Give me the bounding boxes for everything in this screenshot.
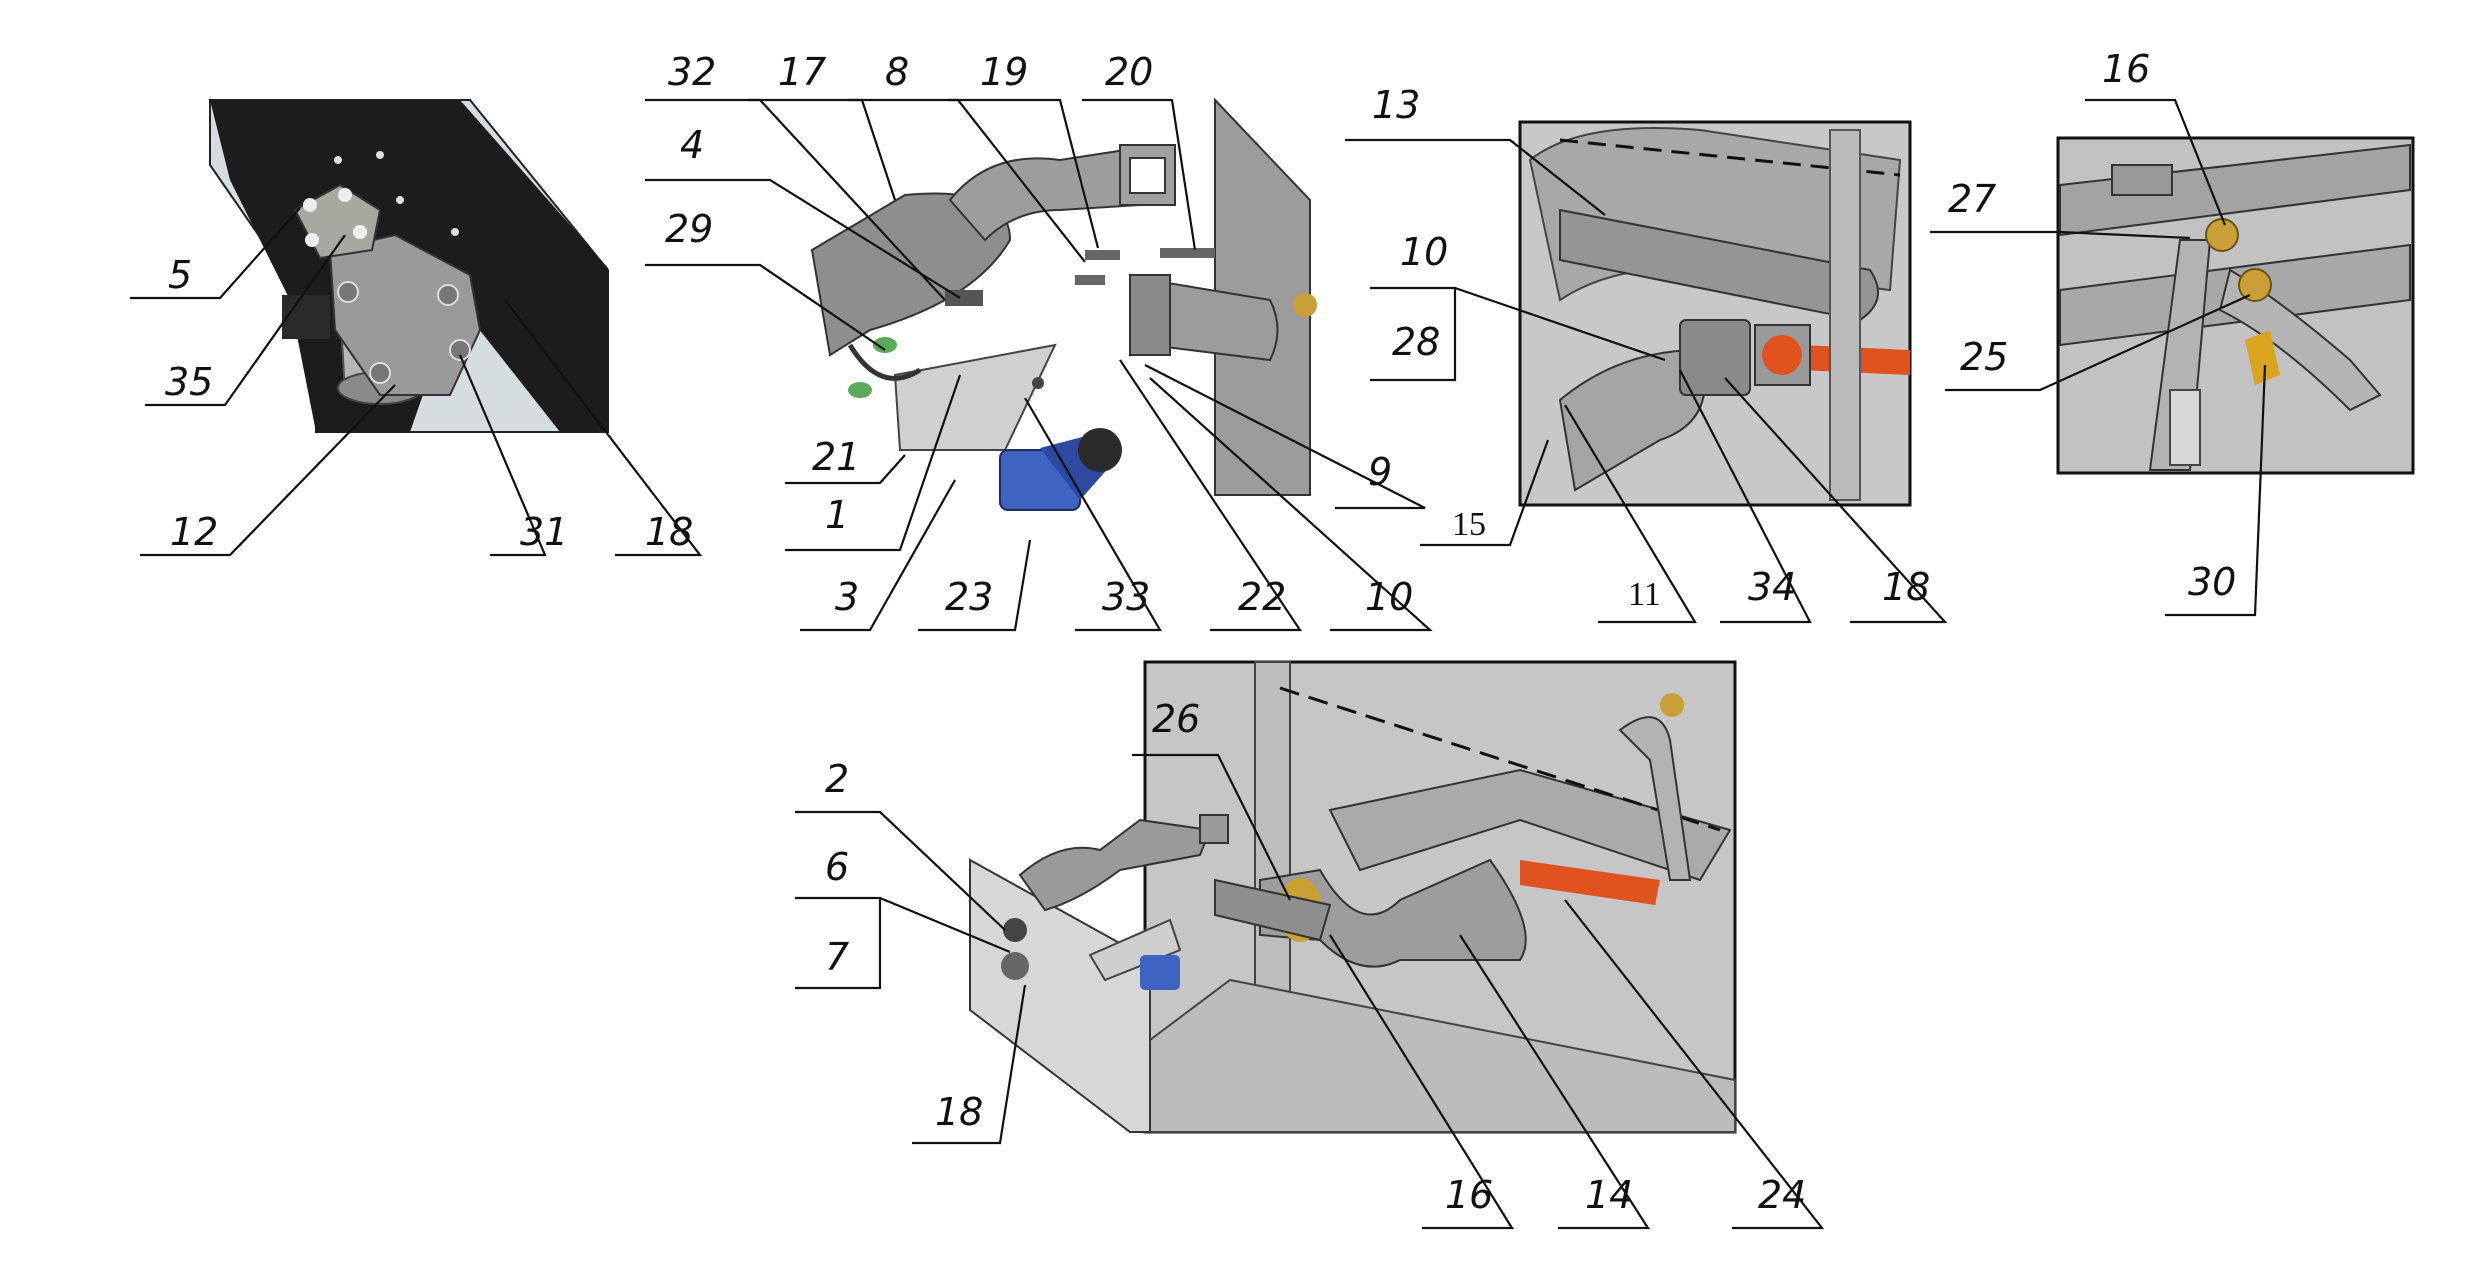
callout-33: 33 xyxy=(1102,575,1150,619)
callout-16-bottom: 16 xyxy=(1445,1173,1493,1217)
callout-4: 4 xyxy=(680,123,704,167)
callout-8: 8 xyxy=(885,50,909,94)
callout-26: 26 xyxy=(1152,697,1200,741)
callout-22: 22 xyxy=(1238,575,1286,619)
callout-11: 11 xyxy=(1628,576,1661,613)
callout-16: 16 xyxy=(2102,47,2150,91)
callout-1: 1 xyxy=(825,493,849,537)
callout-2: 2 xyxy=(825,757,849,801)
callout-30: 30 xyxy=(2188,560,2236,604)
callout-28: 28 xyxy=(1392,320,1440,364)
callout-29: 29 xyxy=(665,207,713,251)
leader-lines xyxy=(130,98,2267,1230)
callout-10: 10 xyxy=(1400,230,1448,274)
callout-9: 9 xyxy=(1368,450,1392,494)
callout-5: 5 xyxy=(168,253,192,297)
callout-19: 19 xyxy=(980,50,1028,94)
callout-13: 13 xyxy=(1372,83,1420,127)
callout-3: 3 xyxy=(835,575,859,619)
callout-34: 34 xyxy=(1748,565,1796,609)
view-flange-detail xyxy=(209,99,609,433)
callout-25: 25 xyxy=(1960,335,2008,379)
callout-23: 23 xyxy=(945,575,993,619)
callout-14: 14 xyxy=(1585,1173,1633,1217)
callout-20: 20 xyxy=(1105,50,1153,94)
view-fitting-detail xyxy=(2056,136,2415,475)
callout-35: 35 xyxy=(165,360,213,404)
callout-31: 31 xyxy=(520,510,568,554)
callout-18-bottom: 18 xyxy=(935,1090,983,1134)
callout-labels: 5 35 12 31 18 32 17 8 19 20 4 29 21 1 3 … xyxy=(165,47,2236,1217)
callout-7: 7 xyxy=(825,935,849,979)
callout-24: 24 xyxy=(1758,1173,1806,1217)
view-muffler-mount xyxy=(1518,120,1912,507)
callout-32: 32 xyxy=(668,50,716,94)
callout-18: 18 xyxy=(645,510,693,554)
callout-15: 15 xyxy=(1452,506,1486,543)
callout-18-right: 18 xyxy=(1882,565,1930,609)
callout-17: 17 xyxy=(778,50,826,94)
callout-10-lower: 10 xyxy=(1365,575,1413,619)
view-muffler-exploded xyxy=(810,97,1317,511)
callout-12: 12 xyxy=(170,510,218,554)
callout-21: 21 xyxy=(812,435,860,479)
callout-27: 27 xyxy=(1948,177,1996,221)
callout-6: 6 xyxy=(825,845,849,889)
view-frame-assembly xyxy=(969,660,1737,1134)
